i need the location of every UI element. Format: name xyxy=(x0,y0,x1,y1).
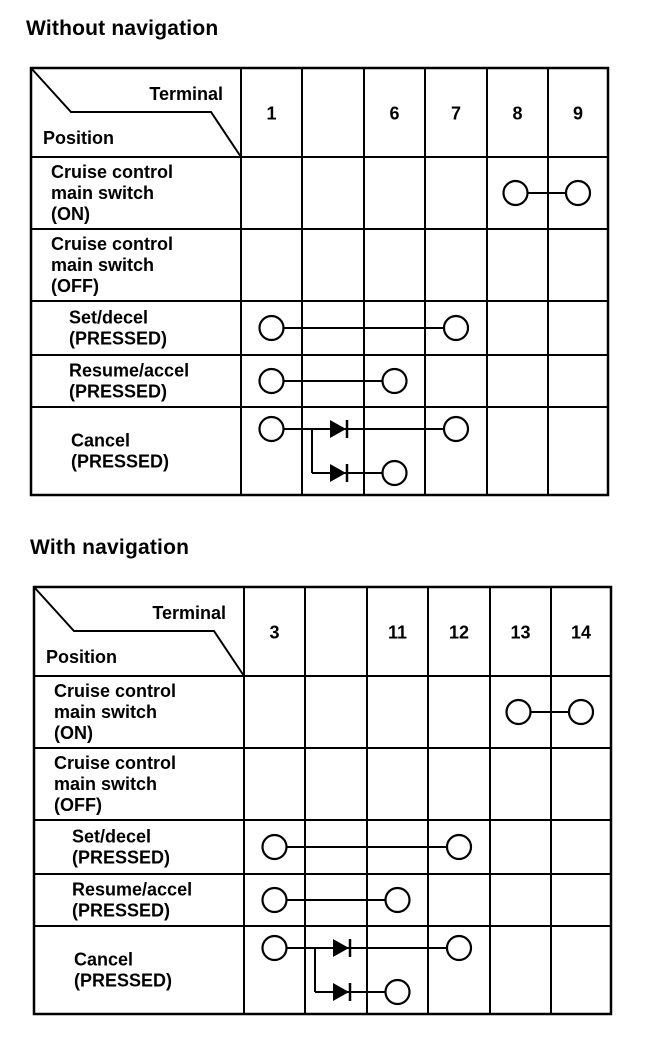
t2-terminal-circle xyxy=(445,833,473,861)
t2-terminal-circle xyxy=(384,978,411,1006)
t1-terminal-circle xyxy=(442,314,470,342)
t1-terminal-circle xyxy=(258,415,285,443)
t2-diode-icon xyxy=(333,939,349,957)
t1-row-label-line: Resume/accel xyxy=(69,361,189,381)
section-title-with-navigation: With navigation xyxy=(30,536,190,559)
t1-row-label-line: Set/decel xyxy=(69,308,148,328)
t2-row-label-line: (PRESSED) xyxy=(72,901,170,921)
t2-row-label-line: Cruise control xyxy=(54,681,176,701)
t2-row-label-line: Cancel xyxy=(74,950,133,970)
t1-terminal-number: 9 xyxy=(573,104,583,124)
t1-row-label-line: (OFF) xyxy=(51,276,99,296)
t1-diode-icon xyxy=(330,464,346,482)
t2-row-label-line: Set/decel xyxy=(72,827,151,847)
t2-row-label-line: Cruise control xyxy=(54,753,176,773)
t2-terminal-number: 3 xyxy=(269,623,279,643)
t1-terminal-circle xyxy=(258,314,285,342)
t2-terminal-number: 14 xyxy=(571,623,591,643)
t2-header-terminal-label: Terminal xyxy=(152,603,226,623)
section-title-without-navigation: Without navigation xyxy=(26,17,219,40)
t1-terminal-number: 7 xyxy=(451,104,461,124)
t1-row-label-line: main switch xyxy=(51,255,154,275)
t1-terminal-circle xyxy=(502,179,529,207)
t1-row-label-line: main switch xyxy=(51,183,154,203)
t1-row-label-line: (ON) xyxy=(51,204,90,224)
t1-terminal-number: 6 xyxy=(389,104,399,124)
t1-header-terminal-label: Terminal xyxy=(149,84,223,104)
t1-row-label-line: (PRESSED) xyxy=(69,382,167,402)
t2-row-label-line: (ON) xyxy=(54,723,93,743)
t2-row-label-line: (PRESSED) xyxy=(74,971,172,991)
t2-terminal-circle xyxy=(505,698,532,726)
t1-row-label-line: (PRESSED) xyxy=(71,452,169,472)
t2-terminal-number: 11 xyxy=(388,623,407,643)
t2-row-label-line: (OFF) xyxy=(54,795,102,815)
t1-terminal-circle xyxy=(381,367,408,395)
t1-row-label-line: Cruise control xyxy=(51,234,173,254)
t2-row-label-line: main switch xyxy=(54,774,157,794)
t2-terminal-circle xyxy=(445,934,473,962)
t1-terminal-circle xyxy=(564,179,592,207)
t1-terminal-circle xyxy=(258,367,285,395)
t2-terminal-circle xyxy=(261,934,288,962)
t1-header-diagonal xyxy=(30,67,242,158)
t1-terminal-circle xyxy=(381,459,408,487)
t2-header-diagonal xyxy=(33,586,245,677)
t2-terminal-circle xyxy=(261,833,288,861)
t2-row-label-line: Resume/accel xyxy=(72,880,192,900)
t1-row-label-line: (PRESSED) xyxy=(69,329,167,349)
t1-row-label-line: Cancel xyxy=(71,431,130,451)
t1-table-border xyxy=(29,66,610,497)
t1-row-label-line: Cruise control xyxy=(51,162,173,182)
t2-row-label-line: main switch xyxy=(54,702,157,722)
t1-terminal-number: 8 xyxy=(512,104,522,124)
t2-terminal-circle xyxy=(261,886,288,914)
t2-terminal-number: 12 xyxy=(449,623,469,643)
t2-table-border xyxy=(32,585,613,1016)
t1-terminal-number: 1 xyxy=(266,104,276,124)
t2-terminal-circle xyxy=(567,698,595,726)
t2-row-label-line: (PRESSED) xyxy=(72,848,170,868)
t2-header-position-label: Position xyxy=(46,647,117,667)
t1-diode-icon xyxy=(330,420,346,438)
t1-terminal-circle xyxy=(442,415,470,443)
t2-diode-icon xyxy=(333,983,349,1001)
t2-terminal-number: 13 xyxy=(510,623,530,643)
t1-header-position-label: Position xyxy=(43,128,114,148)
t2-terminal-circle xyxy=(384,886,411,914)
